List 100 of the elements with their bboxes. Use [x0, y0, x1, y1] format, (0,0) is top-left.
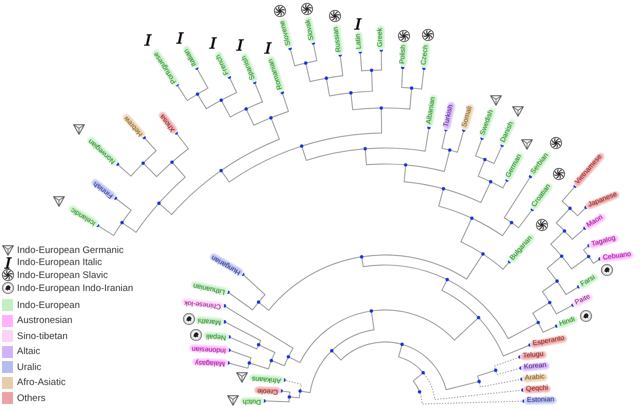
branch-line: [538, 324, 558, 333]
branch-dot: [157, 202, 161, 205]
branch-dot: [510, 220, 514, 224]
branch-line: [288, 46, 305, 66]
branch-dot: [300, 144, 304, 148]
branch-line: [142, 136, 157, 162]
branch-dot: [270, 358, 274, 362]
branch-line: [382, 89, 412, 110]
branch-dot: [470, 216, 474, 220]
branch-line: [289, 310, 370, 363]
branch-dot: [477, 380, 481, 384]
branch-dot: [256, 343, 260, 346]
branch-dot: [421, 371, 425, 374]
legend-label: Uralic: [17, 362, 42, 372]
branch-dot: [360, 255, 364, 259]
legend-label: Indo-European Slavic: [17, 270, 108, 280]
branch-line: [194, 66, 208, 94]
branch-dot: [548, 300, 552, 304]
branch-dot: [170, 160, 174, 164]
branch-line: [227, 348, 252, 362]
branch-dot: [442, 187, 446, 190]
branch-line: [366, 126, 431, 152]
branch-line: [160, 163, 186, 202]
branch-line: [226, 361, 250, 369]
branch-line: [222, 304, 294, 356]
branch-dot: [286, 355, 290, 358]
branch-line: [570, 206, 588, 216]
branch-line: [114, 196, 132, 222]
branch-line: [562, 184, 577, 208]
branch-line: [362, 254, 482, 280]
branch-line: [484, 254, 512, 270]
branch-line: [504, 174, 532, 222]
branch-line: [350, 94, 380, 110]
branch-line: [306, 64, 326, 82]
legend-label: Altaic: [17, 346, 40, 357]
branch-line: [372, 48, 383, 71]
branch-dot: [536, 320, 540, 324]
branch-line: [372, 310, 478, 341]
branch-line: [558, 282, 580, 295]
legend-label: Sino-tibetan: [17, 330, 68, 342]
branch-line: [406, 151, 450, 172]
branch-dot: [219, 168, 223, 172]
branch-line: [420, 392, 526, 404]
branch-dot: [400, 342, 404, 346]
branch-dot: [380, 106, 383, 110]
branch-line: [260, 345, 276, 360]
branch-dot: [330, 349, 334, 352]
branch-line: [222, 118, 280, 170]
branch-line: [352, 72, 373, 94]
branch-dot: [141, 161, 145, 165]
branch-line: [583, 244, 591, 256]
branch-dot: [256, 300, 260, 304]
branch-line: [247, 80, 263, 109]
branch-line: [160, 171, 220, 215]
branch-line: [532, 303, 549, 322]
branch-dot: [324, 76, 328, 80]
branch-line: [328, 53, 344, 78]
branch-line: [227, 335, 258, 350]
branch-line: [272, 90, 289, 118]
legend-label: Indo-European: [17, 300, 80, 310]
branch-line: [478, 160, 490, 182]
branch-line: [479, 318, 532, 356]
branch-line: [222, 101, 246, 118]
branch-dot: [562, 229, 566, 233]
branch-line: [250, 362, 272, 370]
branch-dot: [446, 278, 449, 282]
branch-line: [302, 147, 364, 161]
legend-label: Indo-European Germanic: [17, 244, 124, 256]
branch-line: [412, 66, 426, 90]
branch-dot: [555, 279, 559, 283]
branch-dot: [404, 163, 408, 167]
branch-line: [400, 66, 410, 88]
legend-label: Afro-Asiatic: [17, 377, 66, 388]
branch-dot: [248, 361, 252, 365]
branch-line: [442, 128, 449, 150]
branch-line: [302, 109, 382, 146]
branch-line: [512, 208, 534, 228]
branch-dot: [494, 368, 498, 372]
branch-line: [144, 162, 172, 178]
branch-dot: [288, 395, 292, 399]
branch-line: [492, 178, 509, 188]
branch-line: [282, 378, 302, 390]
legend-label: Austronesian: [17, 315, 72, 326]
branch-dot: [586, 254, 590, 258]
branch-line: [448, 280, 538, 340]
branch-dot: [481, 252, 485, 256]
branch-line: [172, 131, 189, 162]
branch-line: [332, 342, 401, 360]
branch-dot: [298, 389, 302, 393]
branch-line: [241, 272, 266, 302]
branch-line: [562, 257, 588, 270]
branch-dot: [418, 390, 422, 394]
branch-dot: [488, 180, 492, 184]
branch-line: [479, 377, 524, 388]
branch-line: [472, 218, 511, 236]
branch-dot: [244, 107, 248, 111]
branch-line: [403, 344, 478, 390]
branch-line: [222, 146, 300, 182]
branch-line: [198, 95, 220, 110]
branch-line: [96, 224, 122, 236]
